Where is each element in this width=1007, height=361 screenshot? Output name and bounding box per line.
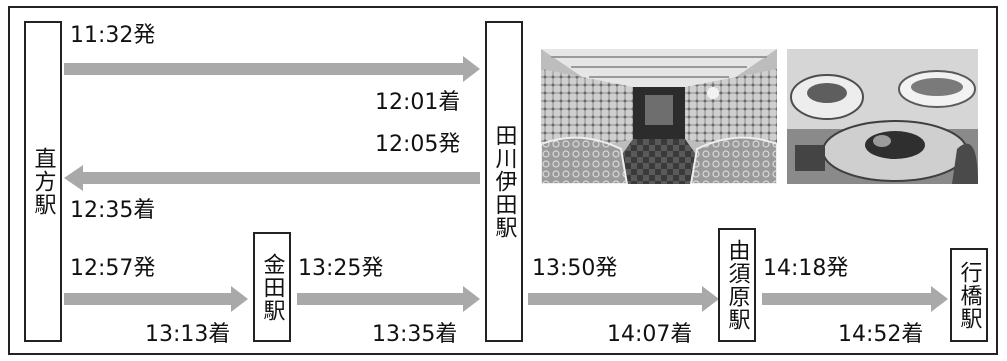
station-kanada: 金田駅	[253, 232, 291, 342]
arrow-tagawaita-to-nogata	[64, 165, 480, 191]
time-dep-1418: 14:18発	[763, 256, 849, 281]
time-arr-1235: 12:35着	[70, 198, 156, 223]
station-yusubaru: 由須原駅	[718, 228, 756, 342]
arrow-nogata-to-kanada	[64, 286, 248, 312]
station-nogata: 直方駅	[24, 21, 62, 342]
train-interior-photo	[541, 49, 777, 184]
time-arr-1335: 13:35着	[372, 322, 458, 347]
time-arr-1452: 14:52着	[838, 322, 924, 347]
time-dep-1132: 11:32発	[70, 23, 156, 48]
time-dep-1257: 12:57発	[70, 256, 156, 281]
cuisine-photo	[787, 49, 978, 184]
time-arr-1201: 12:01着	[375, 90, 461, 115]
station-yukuhashi: 行橋駅	[950, 248, 988, 342]
time-arr-1407: 14:07着	[607, 322, 693, 347]
time-dep-1325: 13:25発	[298, 256, 384, 281]
station-tagawaita: 田川伊田駅	[485, 21, 523, 342]
time-arr-1313: 13:13着	[145, 322, 231, 347]
arrow-tagawaita-to-yusubaru	[528, 286, 719, 312]
arrow-kanada-to-tagawaita	[297, 286, 480, 312]
time-dep-1205: 12:05発	[375, 132, 461, 157]
arrow-yusubaru-to-yukuhashi	[762, 286, 948, 312]
arrow-nogata-to-tagawaita	[64, 56, 480, 82]
time-dep-1350: 13:50発	[532, 256, 618, 281]
